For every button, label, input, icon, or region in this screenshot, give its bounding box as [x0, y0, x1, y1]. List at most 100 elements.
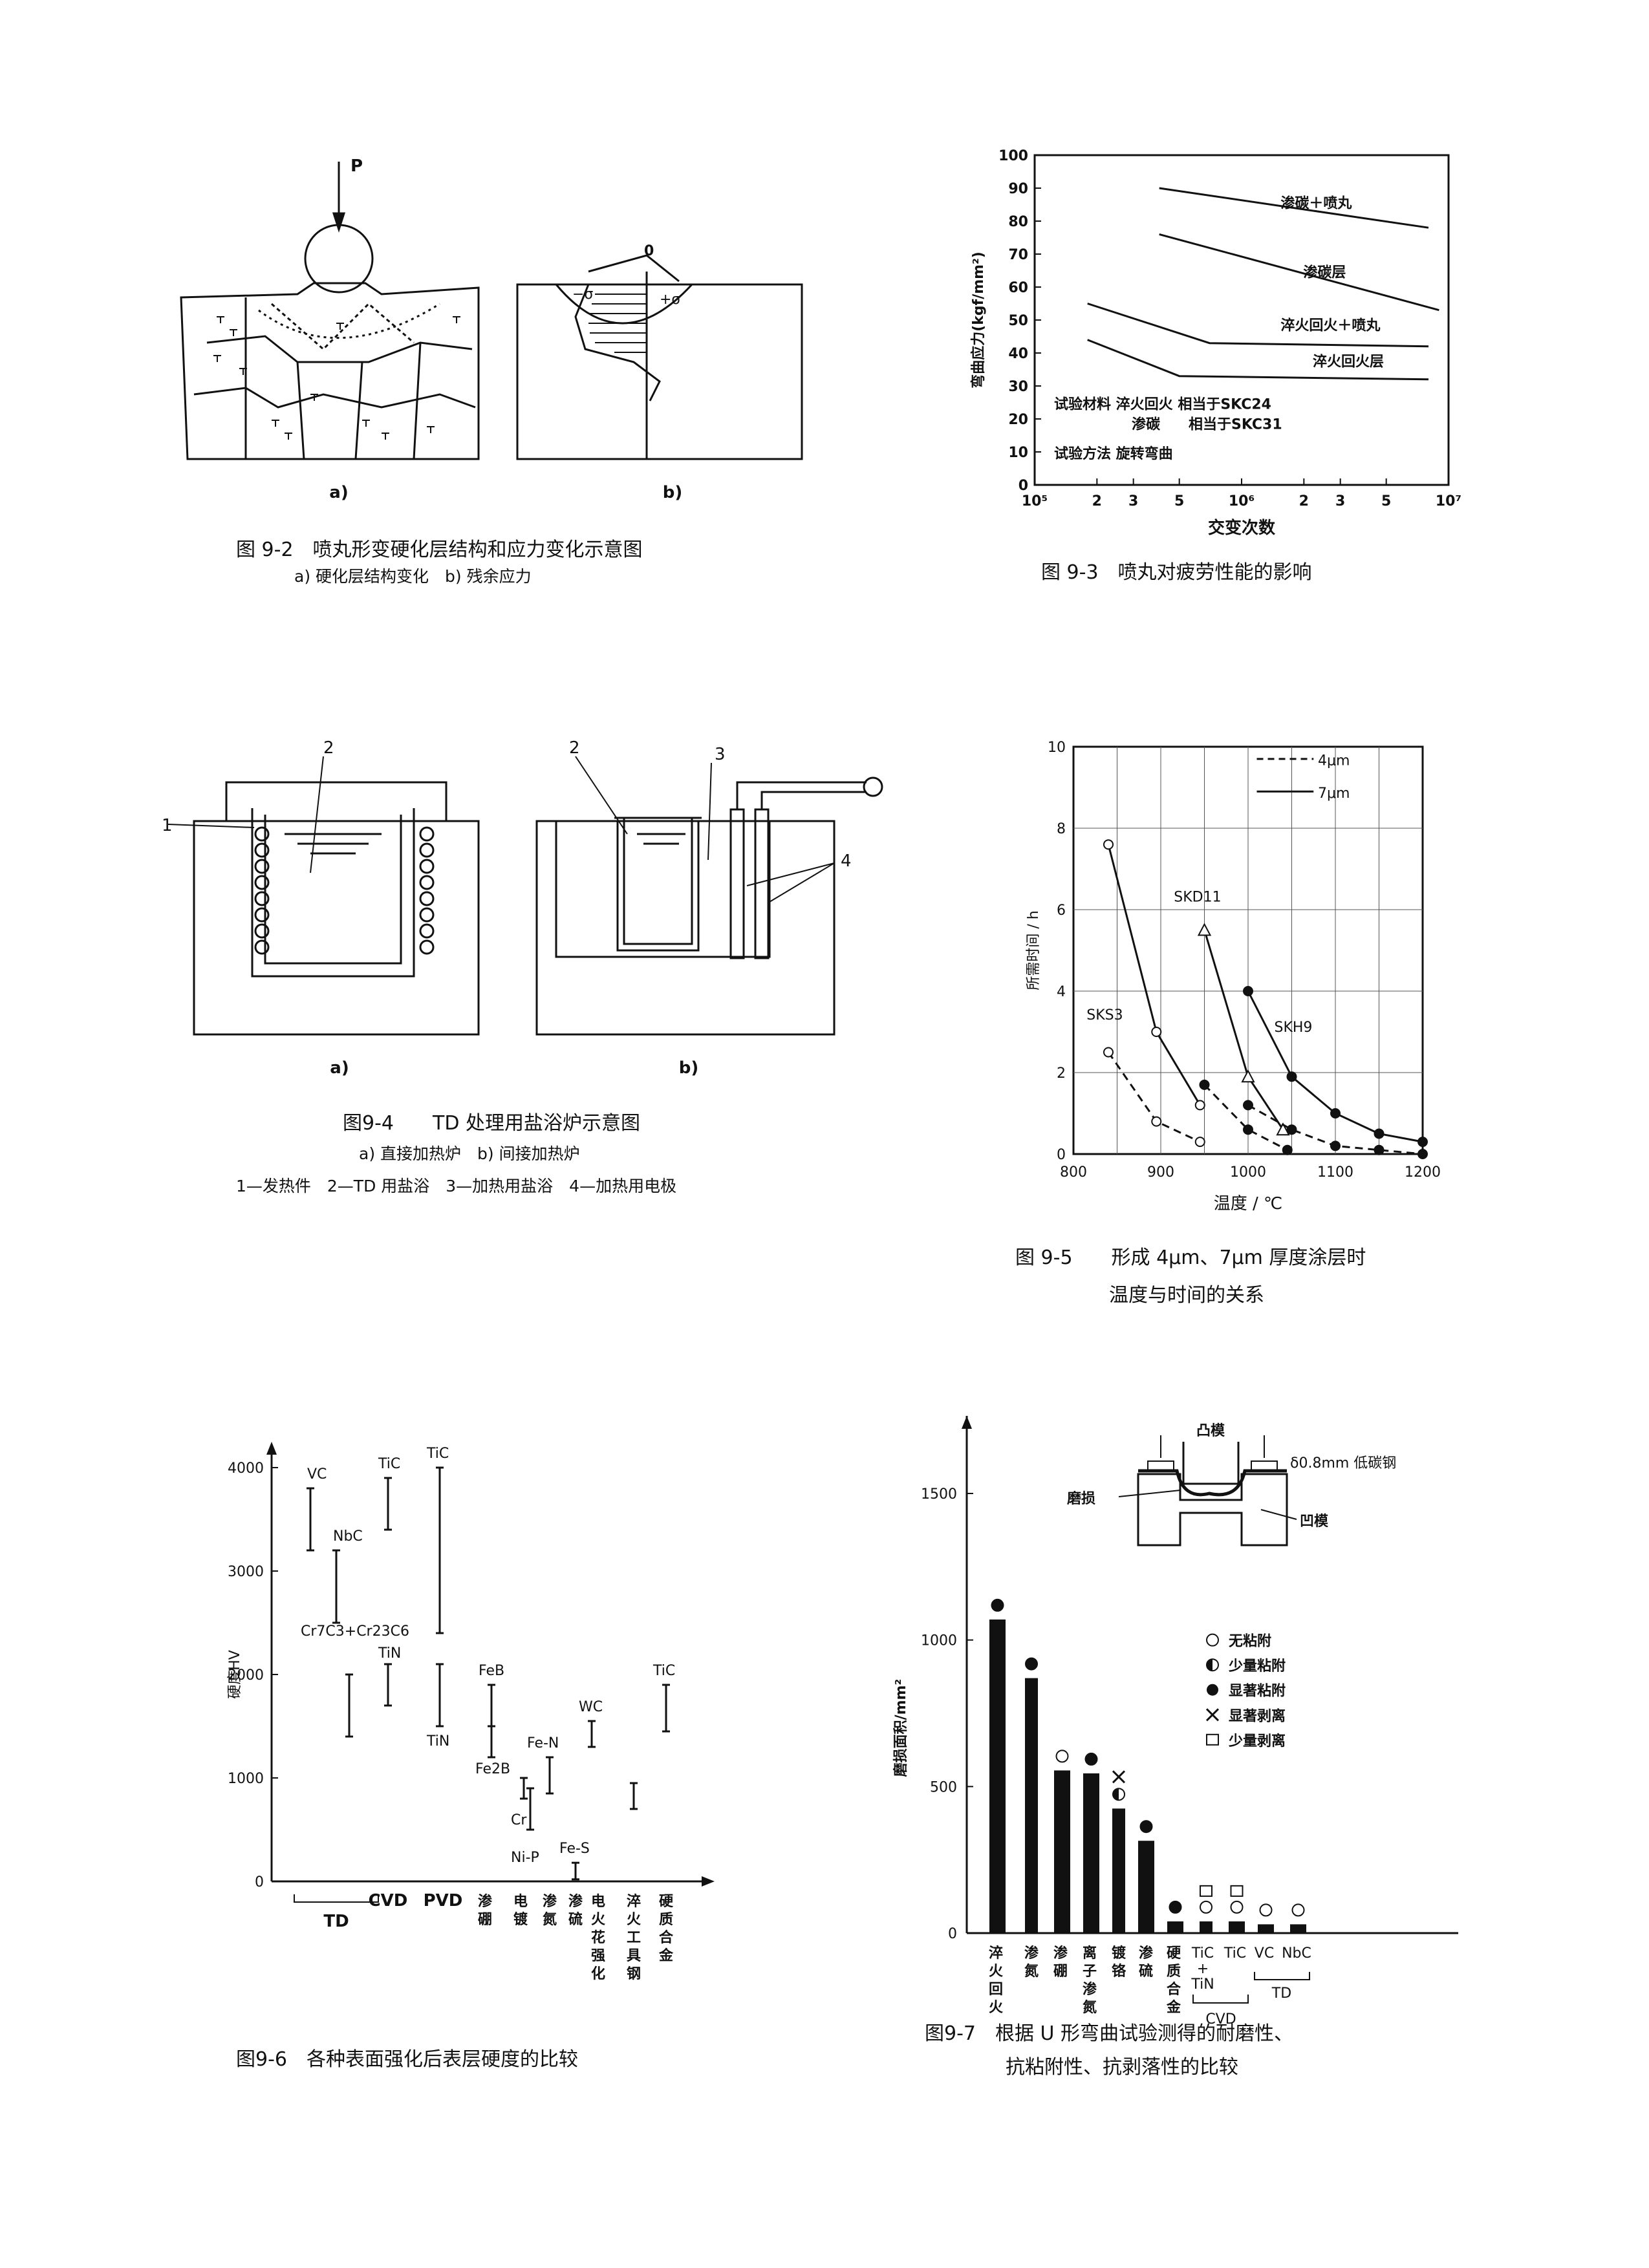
legend-label-2: 显著粘附: [1229, 1683, 1286, 1700]
marker-no-adhesion: [1230, 1900, 1244, 1914]
bar-5: [1138, 1841, 1154, 1933]
y-tick-label: 10: [1048, 740, 1066, 756]
inset-die-label: 凹模: [1300, 1514, 1329, 1530]
inset-die: [1137, 1473, 1288, 1546]
legend-symbol-heavy-peeling: [1205, 1708, 1220, 1722]
y-tick-label: 8: [1057, 821, 1066, 837]
residual-stress-diagram: [516, 254, 803, 460]
y-tick-label: 80: [1008, 214, 1028, 230]
legend-solid-label: 7μm: [1318, 786, 1350, 802]
range-label: TiC: [378, 1456, 400, 1472]
fig5-caption-line2: 温度与时间的关系: [1109, 1284, 1264, 1307]
inset-clamp-left: [1147, 1460, 1174, 1471]
range-label: TiN: [426, 1733, 449, 1749]
series-name-sks3: SKS3: [1086, 1007, 1123, 1023]
label-3: 3: [715, 745, 726, 764]
y-tick-label: 2: [1057, 1065, 1066, 1082]
fig2-caption: 图 9-2 喷丸形变硬化层结构和应力变化示意图: [236, 539, 643, 561]
legend-label-1: 少量粘附: [1228, 1658, 1286, 1674]
dislocation-marks: [213, 316, 460, 440]
fig7-caption-line2: 抗粘附性、抗剥落性的比较: [1006, 2056, 1238, 2079]
series-line-1: [1159, 233, 1439, 312]
range-label: Cr: [511, 1812, 527, 1828]
x-tick-label: 5: [1174, 493, 1184, 509]
legend-dashed-label: 4μm: [1318, 753, 1350, 769]
hardness-comparison-chart: 01000200030004000硬度HVVCNbCCr7C3+Cr23C6Ti…: [227, 1442, 715, 1982]
series-point: [1282, 1144, 1293, 1155]
plus-sigma-label: +σ: [660, 292, 680, 308]
x-tick-label: 1200: [1405, 1164, 1441, 1181]
fig4-subcaption-1: a) 直接加热炉 b) 间接加热炉: [359, 1144, 580, 1163]
bar-9: [1258, 1924, 1274, 1933]
series-point: [1286, 1071, 1297, 1082]
note-line-3: 试验方法 旋转弯曲: [1054, 445, 1173, 462]
inset-punch: [1182, 1442, 1240, 1485]
plot-frame: [1033, 154, 1450, 486]
series-label-2: 淬火回火＋喷丸: [1280, 317, 1381, 334]
y-tick-label: 6: [1057, 903, 1066, 919]
x-tick-label: 2: [1299, 493, 1309, 509]
category-label: 硬质合金: [1166, 1945, 1181, 2016]
legend-symbol-slight-adhesion-fill: [1207, 1659, 1212, 1671]
marker-no-adhesion: [1259, 1903, 1273, 1917]
y-tick-label: 4000: [228, 1460, 264, 1477]
legend-symbol-heavy-adhesion: [1207, 1684, 1218, 1696]
inset-clamp-right: [1251, 1460, 1278, 1471]
bar-0: [989, 1619, 1006, 1933]
y-tick-label: 1000: [228, 1771, 264, 1787]
x-axis-arrow: [702, 1876, 715, 1887]
label-1: 1: [162, 816, 173, 835]
series-name-skh9: SKH9: [1275, 1020, 1313, 1036]
range-label: Cr7C3+Cr23C6: [301, 1623, 409, 1640]
td-bracket: [294, 1894, 379, 1903]
panel-a-label: a): [329, 483, 348, 502]
legend-symbol-slight-peeling: [1206, 1733, 1219, 1746]
series-name-skd11: SKD11: [1174, 889, 1221, 905]
bar-10: [1290, 1924, 1306, 1933]
group-label: TD: [323, 1912, 349, 1931]
category-label: NbC: [1282, 1945, 1311, 1962]
series-line-2: [1203, 930, 1284, 1131]
category-label: 淬火回火: [989, 1945, 1003, 2016]
direct-furnace: [193, 781, 480, 1036]
y-tick-label: 50: [1008, 313, 1028, 329]
range-label: TiC: [426, 1446, 449, 1462]
cvd-bracket: [1192, 1995, 1249, 2004]
category-label: TiC+TiN: [1191, 1945, 1214, 1993]
fig2-subcaption: a) 硬化层结构变化 b) 残余应力: [294, 567, 532, 586]
y-axis-arrow: [962, 1416, 972, 1429]
heating-coils: [254, 826, 435, 955]
y-tick-label: 0: [948, 1926, 957, 1942]
legend-symbol-no-adhesion: [1206, 1633, 1219, 1647]
fig7-caption-line1: 图9-7 根据 U 形弯曲试验测得的耐磨性、: [925, 2022, 1294, 2045]
bar-6: [1167, 1921, 1183, 1933]
inset-punch-label: 凸模: [1196, 1423, 1225, 1439]
series-point: [1151, 1027, 1162, 1037]
figure-9-2: a) P 0 −σ +σ b): [168, 149, 815, 511]
td-bracket: [1254, 1972, 1310, 1980]
y-tick-label: 90: [1008, 181, 1028, 197]
panel-b-label: b): [679, 1058, 699, 1078]
x-tick-label: 10⁶: [1229, 493, 1255, 509]
series-line-3: [1203, 1084, 1288, 1151]
y-tick-label: 1500: [921, 1486, 957, 1503]
range-label: Ni-P: [511, 1850, 539, 1866]
fig4-subcaption-2: 1—发热件 2—TD 用盐浴 3—加热用盐浴 4—加热用电极: [236, 1177, 677, 1195]
marker-no-adhesion: [1291, 1903, 1305, 1917]
stress-hatching: [588, 294, 647, 353]
series-line-1: [1107, 1051, 1201, 1143]
group-label: CVD: [369, 1891, 408, 1910]
figure-9-4: 1 2 2 3 4 a) b): [162, 737, 883, 1086]
y-tick-label: 1000: [921, 1633, 957, 1649]
series-line-2: [1087, 303, 1429, 348]
fig4-caption: 图9-4 TD 处理用盐浴炉示意图: [343, 1112, 640, 1135]
wear-area-chart: 050010001500磨损面积/mm²淬火回火渗氮渗硼离子渗氮镀铬渗硫硬质合金…: [893, 1416, 1458, 2027]
bar-1: [1025, 1678, 1038, 1933]
series-point: [1197, 923, 1212, 936]
figure-9-2-drawing: a) P 0 −σ +σ b): [180, 156, 803, 502]
fig6-caption: 图9-6 各种表面强化后表层硬度的比较: [236, 2048, 578, 2071]
series-point: [1417, 1149, 1428, 1159]
